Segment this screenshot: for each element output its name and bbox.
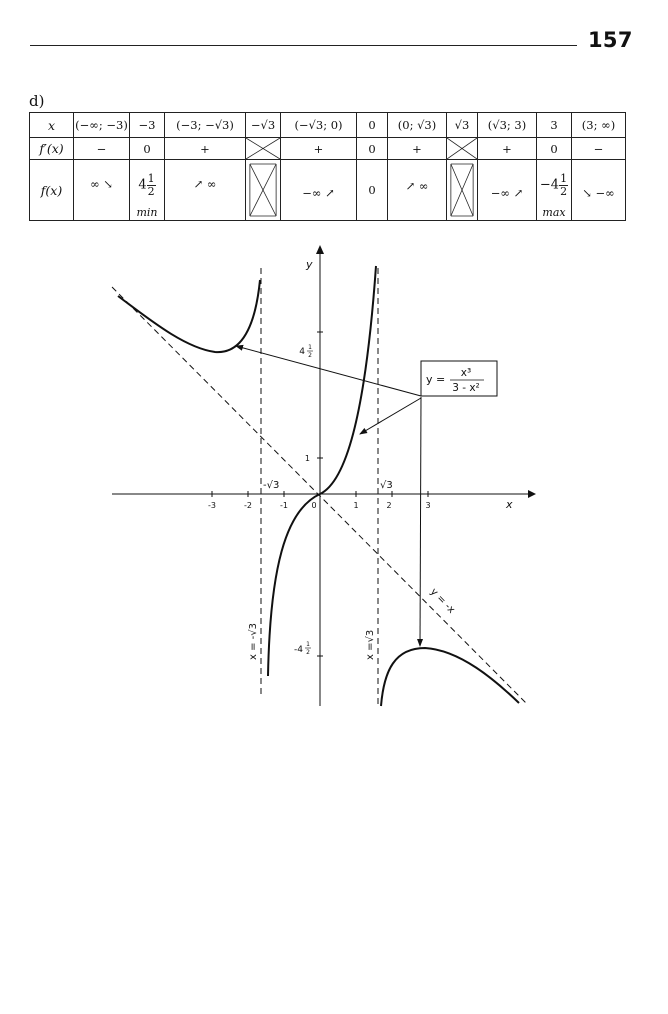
table-cell: 0: [356, 112, 388, 138]
curve-right-branch: [380, 646, 520, 707]
row-header-x: x: [29, 112, 74, 138]
table-row-derivative: f′(x) − 0 + + 0 + + 0 −: [29, 137, 626, 160]
formula-numerator: x³: [461, 367, 471, 379]
x-tick-label: 3: [425, 501, 430, 510]
table-cell: (−∞; −3): [73, 112, 130, 138]
x-axis-arrow-icon: [528, 490, 536, 498]
x-tick-label: 2: [386, 501, 391, 510]
y-axis-label: y: [305, 258, 313, 271]
y-tick-top-whole: 4: [299, 347, 305, 357]
variation-table: x (−∞; −3) −3 (−3; −√3) −√3 (−√3; 0) 0 (…: [29, 112, 626, 221]
table-cell: ↘ −∞: [571, 159, 626, 221]
table-cell: −: [571, 137, 626, 160]
cross-mark: [447, 138, 477, 159]
section-label: d): [29, 92, 45, 110]
table-cell: ↗ ∞: [164, 159, 246, 221]
asymptote-oblique: [111, 286, 529, 706]
asymptote-oblique-label: y = -x: [428, 586, 457, 615]
formula-lhs: y =: [426, 373, 445, 386]
asymptote-left-label: x = -√3: [248, 623, 259, 660]
y-tick-bottom-whole: -4: [294, 645, 303, 655]
x-tick-label: 0: [311, 501, 316, 510]
formula-box: [420, 360, 498, 397]
table-cell: +: [280, 137, 357, 160]
pointer-to-middle: [359, 397, 422, 435]
table-cell: −∞ ↗: [477, 159, 537, 221]
undefined-cell: [245, 137, 281, 160]
table-row-x: x (−∞; −3) −3 (−3; −√3) −√3 (−√3; 0) 0 (…: [29, 112, 626, 138]
y-tick-top-num: 1: [308, 344, 312, 351]
cross-mark: [249, 163, 277, 217]
table-cell: 0: [356, 137, 388, 160]
table-cell: ∞ ↘: [73, 159, 130, 221]
table-cell: −√3: [245, 112, 281, 138]
neg-root-label: -√3: [263, 480, 279, 491]
pos-root-label: √3: [380, 480, 393, 491]
y-axis-arrow-icon: [316, 245, 324, 254]
table-cell: (3; ∞): [571, 112, 626, 138]
table-cell: −∞ ↗: [280, 159, 357, 221]
table-cell: 0: [129, 137, 165, 160]
table-cell: (√3; 3): [477, 112, 537, 138]
cross-mark: [246, 138, 280, 159]
table-cell: 3: [536, 112, 572, 138]
row-header-derivative: f′(x): [29, 137, 74, 160]
x-tick-label: -2: [244, 501, 252, 510]
table-cell: +: [387, 137, 447, 160]
y-tick-bottom-den: 2: [306, 649, 310, 656]
table-cell: (0; √3): [387, 112, 447, 138]
table-cell: (−√3; 0): [280, 112, 357, 138]
y-tick-bottom-num: 1: [306, 641, 310, 648]
table-cell: (−3; −√3): [164, 112, 246, 138]
page-number: 157: [588, 28, 633, 52]
pointer-to-min: [235, 344, 422, 397]
curve-middle-branch: [267, 265, 377, 677]
table-cell: +: [477, 137, 537, 160]
table-cell: 0: [356, 159, 388, 221]
y-tick-one: 1: [305, 454, 310, 463]
cross-mark: [450, 163, 474, 217]
max-label: max: [542, 206, 566, 219]
asymptote-right-label: x =√3: [365, 630, 376, 660]
header-rule: [30, 45, 577, 46]
curve-left-branch: [117, 279, 261, 354]
min-label: min: [136, 206, 158, 219]
table-cell: +: [164, 137, 246, 160]
undefined-cell: [446, 159, 478, 221]
pointer-to-max: [417, 396, 424, 647]
table-cell: 0: [536, 137, 572, 160]
x-tick-label: -1: [280, 501, 288, 510]
x-axis-label: x: [505, 498, 513, 511]
table-cell: −: [73, 137, 130, 160]
x-tick-label: -3: [208, 501, 216, 510]
page-header: 157: [0, 0, 668, 60]
y-tick-top-den: 2: [308, 352, 312, 359]
undefined-cell: [446, 137, 478, 160]
table-cell: √3: [446, 112, 478, 138]
x-tick-label: 1: [353, 501, 358, 510]
function-graph: y = x³ 3 - x² y x -3 -2 -1 0 1 2 3 -√3 √…: [111, 245, 536, 707]
table-cell: ↗ ∞: [387, 159, 447, 221]
table-cell: −3: [129, 112, 165, 138]
formula-denominator: 3 - x²: [452, 382, 480, 394]
undefined-cell: [245, 159, 281, 221]
row-header-function: f(x): [29, 159, 74, 221]
